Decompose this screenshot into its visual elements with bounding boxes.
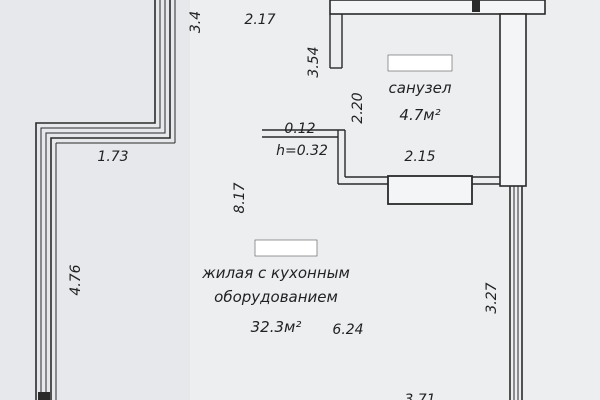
dim-room-width: 6.24 <box>332 322 363 338</box>
redaction-box <box>254 239 318 257</box>
dim-niche-height: 3.54 <box>306 46 322 77</box>
right-wall <box>499 13 527 400</box>
dim-offset: 0.12 <box>284 121 315 137</box>
dim-left-step: 1.73 <box>97 149 128 165</box>
dim-step-height: h=0.32 <box>276 143 328 159</box>
bathroom-partition <box>262 129 500 205</box>
living-room-name-line2: оборудованием <box>214 288 338 306</box>
top-wall <box>329 0 546 69</box>
living-room-name-line1: жилая с кухонным <box>201 264 350 282</box>
dim-left-wall: 4.76 <box>68 264 84 295</box>
left-exterior-wall <box>35 0 176 400</box>
dim-top-left-vertical: 3.4 <box>188 11 204 33</box>
door-block <box>387 175 473 205</box>
dim-bath-width: 2.15 <box>404 149 435 165</box>
paper-shadow <box>0 0 190 400</box>
dim-right-wall: 3.27 <box>484 282 500 313</box>
dim-bottom-width: 3.71 <box>404 392 435 400</box>
bathroom-name: санузел <box>389 79 452 97</box>
dim-room-height: 8.17 <box>232 182 248 213</box>
bathroom-area: 4.7м² <box>399 106 440 124</box>
redaction-box <box>387 54 453 72</box>
dim-bath-height: 2.20 <box>350 92 366 123</box>
living-room-area: 32.3м² <box>251 318 302 336</box>
dim-top-width: 2.17 <box>244 12 275 28</box>
